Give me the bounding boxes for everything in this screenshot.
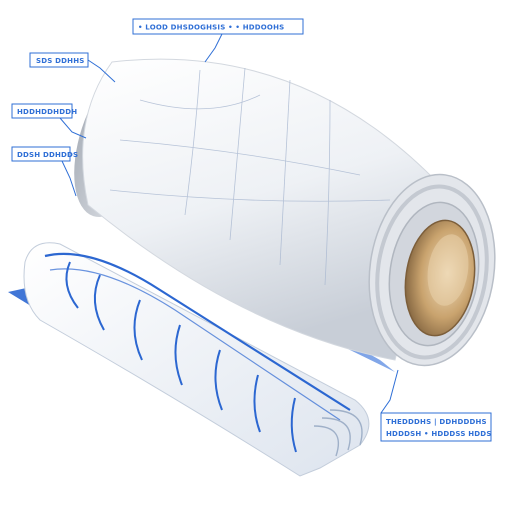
callout-bottom-right: THEDDDHS | DDHDDDHS HDDDSH • HDDDSS HDDS <box>380 369 492 442</box>
callout-lower-left-leader <box>61 160 77 197</box>
callout-top: • LOOD DHSDOGHSIS • • HDDOOHS <box>132 18 304 63</box>
callout-middle-left-text: HDDHDDHDDH <box>17 108 77 116</box>
callout-middle-left: HDDHDDHDDH <box>11 103 87 139</box>
callout-lower-left: DDSH DDHDDS <box>11 146 78 197</box>
sheet-curl-edge <box>313 409 363 457</box>
callout-upper-left: SDS DDHHS <box>29 52 116 83</box>
callout-top-leader <box>204 33 223 63</box>
callout-lower-left-text: DDSH DDHDDS <box>17 151 78 159</box>
callout-bottom-right-leader <box>380 369 399 414</box>
callout-lower-left-box <box>11 146 71 162</box>
callout-upper-left-leader <box>87 59 116 83</box>
callout-top-text: • LOOD DHSDOGHSIS • • HDDOOHS <box>138 24 284 32</box>
sheet-surface <box>23 242 370 477</box>
callout-upper-left-text: SDS DDHHS <box>36 57 85 65</box>
roll-sketch-lines <box>109 67 391 286</box>
roll-right-end-layers <box>375 184 489 360</box>
unrolled-sheet <box>8 242 370 477</box>
paper-roll <box>74 58 496 372</box>
callout-top-box <box>132 18 304 35</box>
roll-body <box>82 58 441 361</box>
callout-bottom-right-box <box>380 412 492 442</box>
roll-core-hole <box>427 234 469 306</box>
callout-middle-left-box <box>11 103 73 119</box>
callout-middle-left-leader <box>59 117 87 139</box>
callout-bottom-right-text-1: THEDDDHS | DDHDDDHS <box>386 418 487 427</box>
sheet-stripes <box>44 252 351 453</box>
callout-bottom-right-text-2: HDDDSH • HDDDSS HDDS <box>386 430 492 438</box>
